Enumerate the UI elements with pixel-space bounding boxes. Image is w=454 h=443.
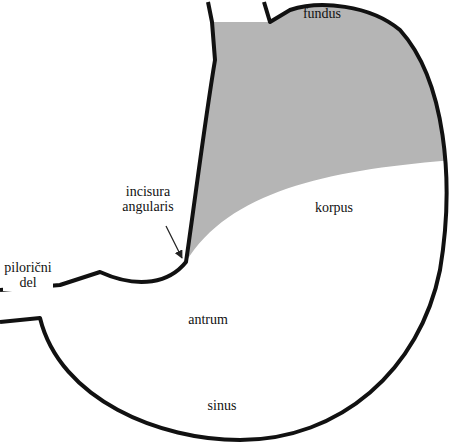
leader-line bbox=[166, 226, 182, 258]
stomach-outline bbox=[0, 2, 215, 290]
region-label: antrum bbox=[187, 313, 229, 328]
region-label: korpus bbox=[314, 201, 354, 216]
region-label: pilorični del bbox=[3, 261, 53, 290]
stomach-outline bbox=[0, 2, 447, 440]
region-label: sinus bbox=[207, 399, 238, 414]
region-label: incisura angularis bbox=[107, 185, 189, 214]
region-label: fundus bbox=[302, 7, 342, 22]
